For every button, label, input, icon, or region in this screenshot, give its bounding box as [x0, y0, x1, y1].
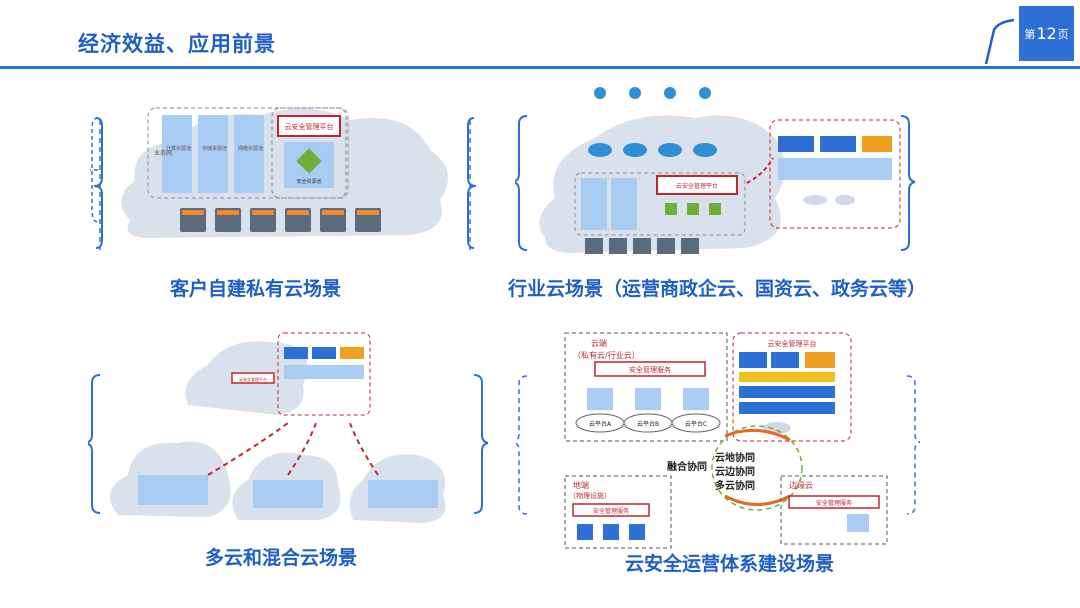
- corner-decoration: [984, 18, 1015, 65]
- mgmt-title: 云安全管理平台: [768, 339, 817, 348]
- coop-label: 融合协同: [667, 460, 707, 473]
- hybrid-cloud-diagram: 云安全管理平台: [83, 332, 491, 523]
- caption-private-cloud: 客户自建私有云场景: [170, 278, 342, 300]
- side-label: 业务网: [154, 149, 172, 157]
- coop-line-2: 云边协同: [715, 465, 755, 478]
- cloud-title: 云端: [591, 338, 607, 348]
- box-label-network: 网络资源池: [238, 145, 263, 152]
- box-label-storage: 存储资源池: [202, 145, 227, 152]
- panel-private-cloud: 业务网 计算资源池 存储资源池 网络资源池 云安全管理平台 安全资源池: [88, 90, 490, 260]
- private-platform-label: 云安全管理平台: [285, 122, 334, 131]
- panel-hybrid-cloud: 云安全管理平台: [83, 325, 491, 535]
- panel-industry-cloud: 云安全管理平台: [510, 78, 918, 268]
- coop-line-1: 云地协同: [715, 451, 755, 464]
- page-number: 12: [1036, 24, 1057, 43]
- edge-service-label: 安全管理服务: [816, 499, 852, 507]
- platform-c-label: 云平台C: [685, 420, 707, 428]
- industry-cloud-diagram: 云安全管理平台: [510, 87, 918, 254]
- ground-service-label: 安全管理服务: [593, 507, 629, 515]
- caption-industry-cloud: 行业云场景（运营商政企云、国资云、政务云等）: [508, 278, 927, 300]
- header-divider: [0, 66, 1080, 69]
- caption-ops-system: 云安全运营体系建设场景: [625, 553, 835, 575]
- page-prefix: 第: [1024, 27, 1036, 41]
- user-icons: [594, 87, 711, 99]
- edge-title: 边缘云: [789, 480, 813, 490]
- panel-ops-system: 云端 （私有云/行业云） 安全管理服务 云平台A 云平台B 云平台C 云安全管理…: [510, 328, 922, 550]
- cloud-service-label: 安全管理服务: [629, 365, 671, 374]
- hybrid-platform-label: 云安全管理平台: [239, 376, 267, 382]
- platform-b-label: 云平台B: [637, 420, 659, 428]
- page-number-badge: 第 12 页: [1019, 6, 1074, 61]
- caption-hybrid-cloud: 多云和混合云场景: [205, 547, 358, 569]
- cloud-subtitle: （私有云/行业云）: [573, 350, 640, 360]
- coop-line-3: 多云协同: [715, 479, 755, 492]
- industry-platform-label: 云安全管理平台: [676, 182, 718, 190]
- platform-a-label: 云平台A: [589, 420, 612, 428]
- ops-system-diagram: 云端 （私有云/行业云） 安全管理服务 云平台A 云平台B 云平台C 云安全管理…: [510, 332, 922, 549]
- box-label-compute: 计算资源池: [166, 145, 191, 152]
- resource-label: 安全资源池: [296, 178, 321, 185]
- page-title: 经济效益、应用前景: [78, 32, 276, 56]
- ground-title: 地端: [573, 480, 589, 490]
- page-suffix: 页: [1057, 27, 1069, 41]
- private-cloud-diagram: 业务网 计算资源池 存储资源池 网络资源池 云安全管理平台 安全资源池: [88, 107, 477, 250]
- ground-subtitle: （物理设施）: [569, 491, 611, 500]
